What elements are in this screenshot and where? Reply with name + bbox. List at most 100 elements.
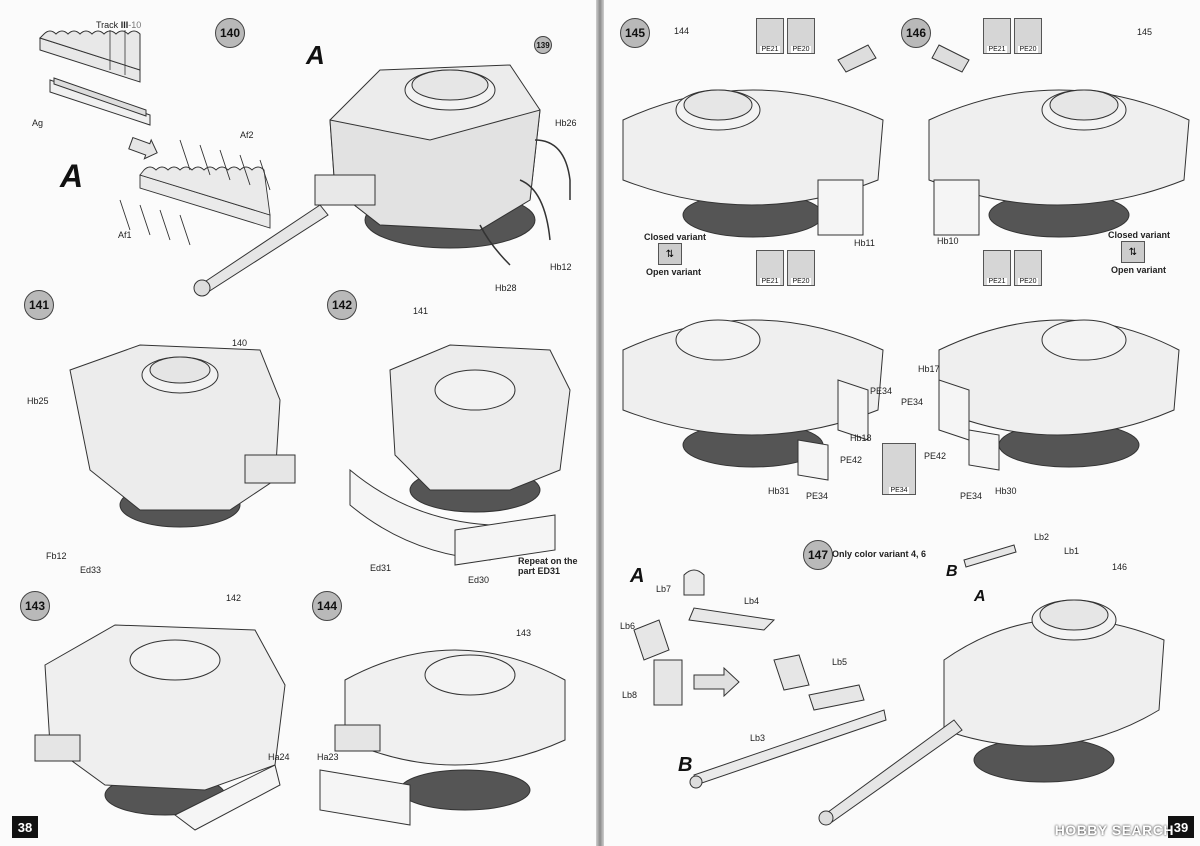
pe20-label: PE20 [1018,46,1038,53]
callout-a2-147: A [974,588,986,605]
step-number: 144 [316,599,338,613]
turret-140-drawing [193,64,571,297]
label-hb25: Hb25 [27,396,49,406]
label-pe34b-146: PE34 [960,491,983,501]
label-ed33: Ed33 [80,565,102,575]
label-lb8: Lb8 [622,690,638,700]
repeat-note: Repeat on the part ED31 [518,556,578,576]
pe20-label: PE20 [791,46,811,53]
closed-variant-label-right: Closed variant [1108,230,1171,240]
right-arrow-icon [693,666,740,698]
label-lb3: Lb3 [750,733,766,743]
step-140-badge: 140 [215,18,245,48]
turret-145-open-drawing [622,319,884,481]
step-number: 145 [624,26,646,40]
step-number: 140 [219,26,241,40]
label-ha23: Ha23 [317,752,339,762]
turret-147-drawing [818,544,1165,826]
label-hb12: Hb12 [550,262,572,272]
step-number: 146 [905,26,927,40]
turret-146-drawing [928,44,1190,238]
callout-b-147: B [678,754,693,776]
ref-141: 141 [413,306,429,316]
track-links-drawing [39,30,151,126]
track-qty: -10 [128,20,142,30]
ref-146: 146 [1112,562,1128,572]
label-hb30: Hb30 [995,486,1017,496]
label-pe34-145: PE34 [870,386,893,396]
label-ed30: Ed30 [468,575,490,585]
track-part: III [120,20,129,30]
turret-145-drawing [622,44,884,238]
turret-142-drawing [349,344,571,566]
step-number: 143 [24,599,46,613]
label-lb6: Lb6 [620,621,636,631]
pe21-part: PE21 [756,18,784,54]
pe21-label: PE21 [987,46,1007,53]
page-number-right: 39 [1168,816,1194,838]
step-142-badge: 142 [327,290,357,320]
pe21-label: PE21 [760,278,780,285]
pe20-part-146-open: PE20 [1014,250,1042,286]
callout-big-a: A [60,158,84,194]
ref-142: 142 [226,593,242,603]
label-lb1: Lb1 [1064,546,1080,556]
variant-arrows-icon-right: ⇅ [1121,241,1145,263]
label-lb7: Lb7 [656,584,672,594]
step-number: 147 [807,548,829,562]
ref-144: 144 [674,26,690,36]
label-hb17: Hb17 [918,364,940,374]
pe21-part-open: PE21 [756,250,784,286]
step-145-badge: 145 [620,18,650,48]
label-pe42-145: PE42 [840,455,863,465]
step-141-badge: 141 [24,290,54,320]
left-page: 140 Track III-10 Ag A Af2 Af1 A 139 [0,0,597,846]
step-number: 142 [331,298,353,312]
label-ha24: Ha24 [268,752,290,762]
pe34-detail: PE34 [882,443,916,495]
pe21-part-146-open: PE21 [983,250,1011,286]
pe20-part-146: PE20 [1014,18,1042,54]
open-variant-label-left: Open variant [646,267,702,277]
turret-144-drawing [319,649,566,826]
ref-145: 145 [1137,27,1153,37]
label-hb26: Hb26 [555,118,577,128]
label-pe42-146: PE42 [924,451,947,461]
label-hb11: Hb11 [854,238,875,248]
label-hb10: Hb10 [937,236,959,246]
pe20-label: PE20 [791,278,811,285]
page-number-left: 38 [12,816,38,838]
pe20-label: PE20 [1018,278,1038,285]
open-variant-label-right: Open variant [1111,265,1167,275]
label-hb31: Hb31 [768,486,790,496]
callout-a-147: A [630,565,645,587]
step-146-badge: 146 [901,18,931,48]
arrow-down-right-icon [128,136,158,160]
ref-badge: 139 [534,36,552,54]
label-hb28: Hb28 [495,283,517,293]
pe20-part-open: PE20 [787,250,815,286]
turret-141-drawing [69,344,296,528]
step-147-badge: 147 [803,540,833,570]
label-pe34b-145: PE34 [806,491,829,501]
variant-note: Only color variant 4, 6 [832,549,927,559]
pe21-label: PE21 [760,46,780,53]
step-143-badge: 143 [20,591,50,621]
pe34-detail-label: PE34 [889,487,909,494]
label-fb12: Fb12 [46,551,67,561]
label-pe34-146: PE34 [901,397,924,407]
book-gutter [596,0,604,846]
callout-b2-147: B [946,563,958,580]
track-pins-drawing [119,139,271,246]
label-lb5: Lb5 [832,657,848,667]
ref-143: 143 [516,628,532,638]
track-word: Track [96,20,119,30]
pe20-part: PE20 [787,18,815,54]
step-number: 141 [28,298,50,312]
label-ag: Ag [32,118,44,128]
ref-140: 140 [232,338,248,348]
label-ed31: Ed31 [370,563,392,573]
mg-mount-drawing [633,569,887,789]
watermark: HOBBY SEARCH [1054,822,1174,838]
pe21-part-146: PE21 [983,18,1011,54]
